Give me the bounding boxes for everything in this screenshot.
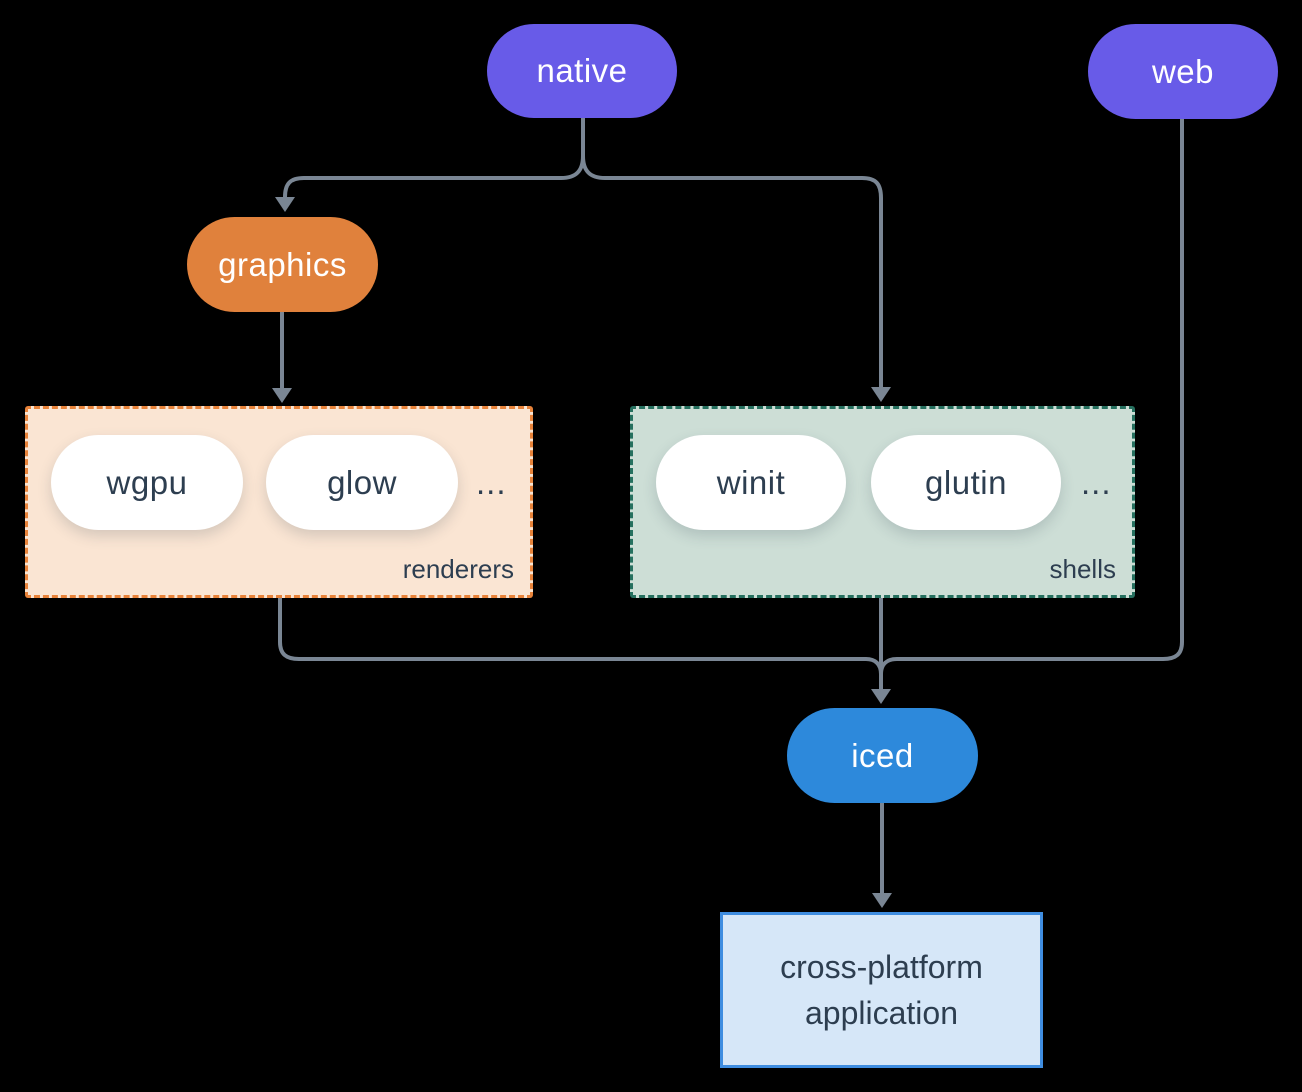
node-graphics: graphics (187, 217, 378, 312)
arrowhead-shells (871, 387, 891, 402)
group-shells: winit glutin ... shells (630, 406, 1135, 598)
edge-native-graphics (283, 154, 585, 199)
pill-winit: winit (656, 435, 846, 530)
shells-ellipsis: ... (1081, 464, 1112, 501)
node-web-label: web (1151, 52, 1215, 90)
node-application-label: cross-platform application (780, 948, 983, 1031)
edge-native-shells (581, 154, 883, 389)
node-web: web (1088, 24, 1278, 119)
pill-winit-label: winit (716, 463, 786, 501)
pill-wgpu-label: wgpu (106, 463, 188, 501)
pill-glutin-label: glutin (925, 463, 1007, 501)
arrowhead-renderers (272, 388, 292, 403)
arrowhead-iced (871, 689, 891, 704)
edge-renderers-iced (278, 596, 883, 676)
group-label-renderers: renderers (402, 554, 514, 584)
node-graphics-label: graphics (218, 245, 347, 283)
renderers-ellipsis: ... (476, 464, 507, 501)
arrowhead-application (872, 893, 892, 908)
pill-glutin: glutin (871, 435, 1061, 530)
node-native-label: native (536, 52, 628, 89)
pill-wgpu: wgpu (51, 435, 243, 530)
group-label-shells: shells (1049, 554, 1116, 584)
node-iced-label: iced (851, 736, 914, 774)
pill-glow: glow (266, 435, 458, 530)
node-iced: iced (787, 708, 978, 803)
pill-glow-label: glow (327, 463, 397, 501)
node-application: cross-platform application (720, 912, 1043, 1068)
node-native: native (487, 24, 677, 118)
arrowhead-graphics (275, 197, 295, 212)
group-renderers: wgpu glow ... renderers (25, 406, 533, 598)
